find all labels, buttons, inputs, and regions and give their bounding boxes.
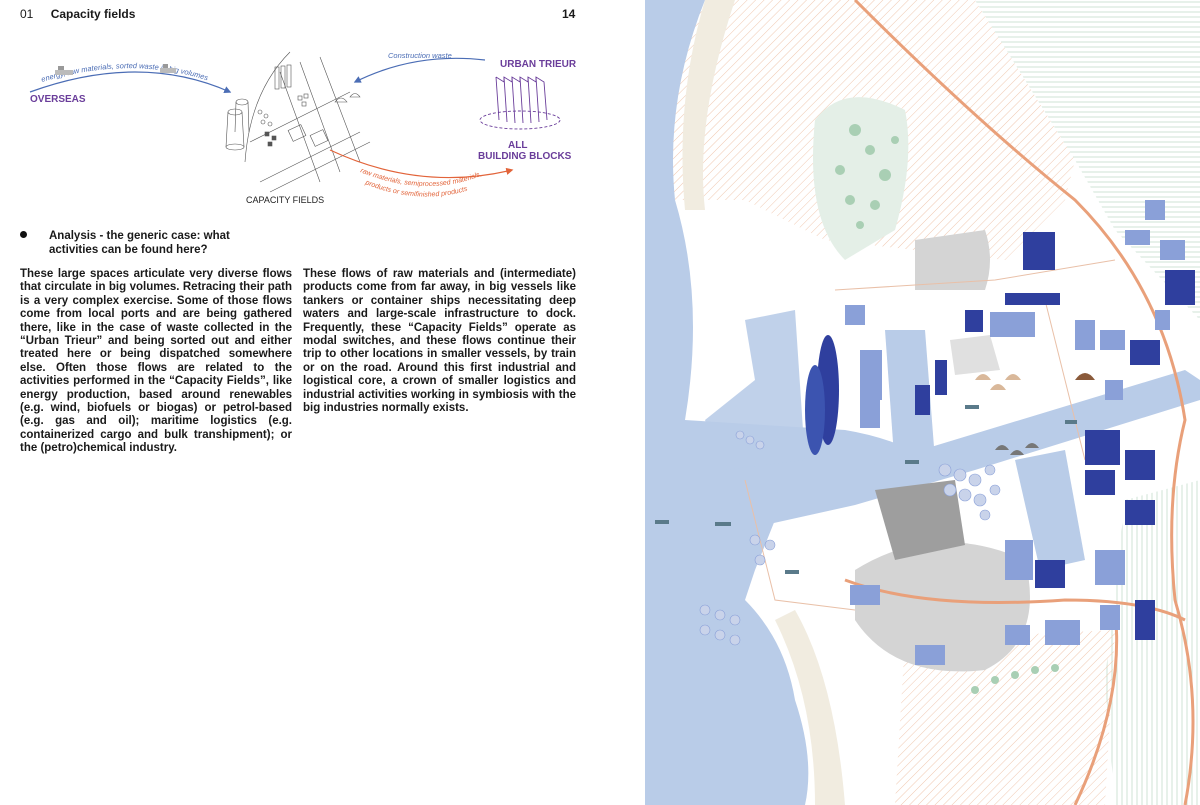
analysis-heading: Analysis - the generic case: what activi… (20, 229, 320, 257)
construction-waste-label: Construction waste (388, 51, 452, 60)
bullet-icon (20, 231, 27, 238)
port-map-illustration (645, 0, 1200, 805)
ship-icon (55, 66, 73, 75)
section-title: Capacity fields (50, 7, 136, 21)
building-blocks-line2: BUILDING BLOCKS (478, 151, 572, 162)
storage-tanks (699, 430, 1001, 646)
analysis-line1: Analysis - the generic case: what (49, 230, 230, 242)
warehouses (845, 200, 1185, 665)
section-header: 01 Capacity fields (20, 7, 135, 21)
left-page: 01 Capacity fields 14 energy, raw materi… (20, 7, 577, 455)
flow-diagram: energy, raw materials, sorted waste in b… (29, 51, 577, 205)
body-column-2: These flows of raw materials and (interm… (303, 268, 576, 415)
ships (655, 405, 1077, 574)
trees (835, 124, 1059, 694)
ship-icon (160, 64, 176, 73)
analysis-line2: activities can be found here? (49, 244, 208, 256)
urban-trieur-label: URBAN TRIEUR (500, 59, 577, 70)
capacity-fields-label: CAPACITY FIELDS (246, 195, 324, 205)
building-blocks-icon (479, 76, 561, 130)
section-number: 01 (20, 7, 34, 21)
capacity-field-illustration (225, 51, 371, 193)
building-blocks-line1: ALL (508, 140, 527, 151)
page-number: 14 (562, 7, 576, 21)
body-column-1: These large spaces articulate very diver… (20, 268, 292, 455)
industrial-buildings (915, 232, 1195, 640)
bulk-piles (975, 373, 1095, 455)
overseas-label: OVERSEAS (30, 94, 86, 105)
